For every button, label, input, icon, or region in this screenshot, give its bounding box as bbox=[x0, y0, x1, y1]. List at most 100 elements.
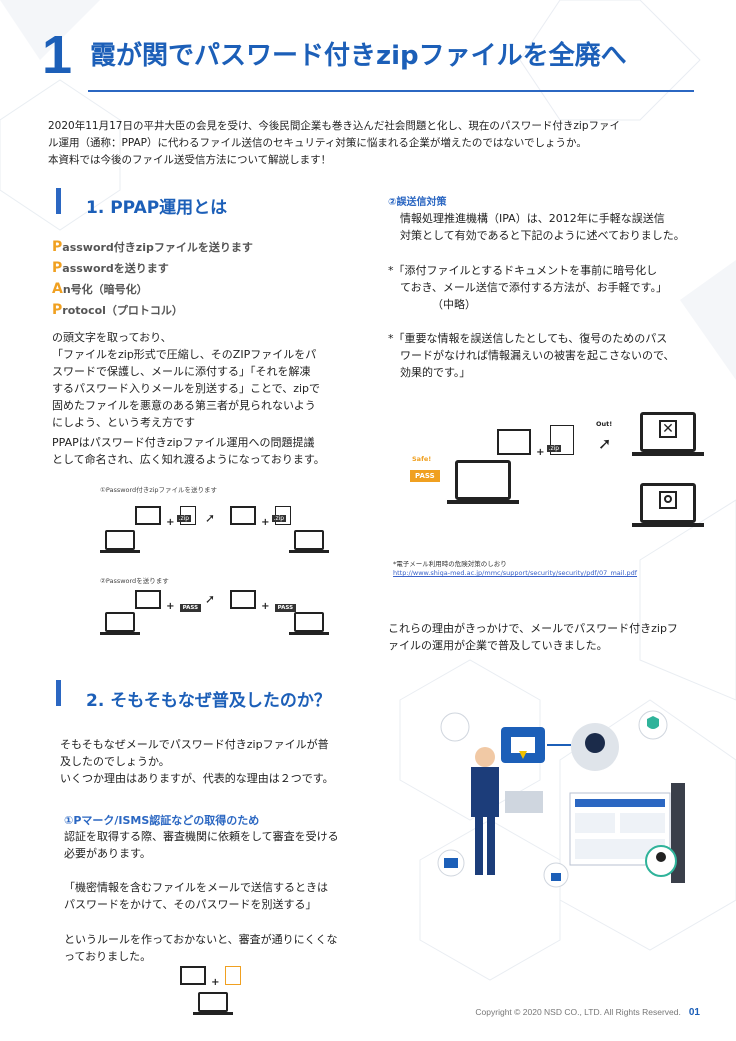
text-line: ワードがなければ情報漏えいの被害を起こさないので、 bbox=[400, 349, 675, 362]
zip-label: .zip bbox=[546, 445, 562, 452]
laptop-icon bbox=[289, 530, 329, 553]
mail-icon bbox=[135, 590, 161, 609]
section-bar bbox=[56, 188, 61, 214]
figure-caption: ①Password付きzipファイルを送ります bbox=[100, 486, 218, 494]
mail-zip-group: + .zip bbox=[135, 506, 196, 529]
text-line: パスワードをかけて、そのパスワードを別送する」 bbox=[64, 898, 317, 911]
acronym-letter: A bbox=[52, 281, 63, 297]
pass-badge: PASS bbox=[410, 470, 440, 482]
acronym-letter: P bbox=[52, 239, 63, 255]
section-2-paragraph-3: というルールを作っておかないと、審査が通りにくくな っておりました。 bbox=[64, 931, 384, 965]
text-line: の頭文字を取っており、 bbox=[52, 331, 172, 344]
zip-file-icon: .zip bbox=[176, 506, 196, 525]
acronym-line: An号化（暗号化） bbox=[52, 279, 253, 300]
section-bar bbox=[56, 680, 61, 706]
mail-icon bbox=[230, 590, 256, 609]
warning-icon bbox=[519, 751, 527, 759]
text-line: するパスワード入りメールを別送する」ことで、zipで bbox=[52, 382, 321, 395]
text-line: 効果的です。」 bbox=[400, 366, 471, 379]
mail-icon bbox=[230, 506, 256, 525]
section-2-title: 2. そもそもなぜ普及したのか？ bbox=[86, 691, 331, 711]
acronym-rest: n号化（暗号化） bbox=[62, 283, 148, 296]
arrow-icon: ➚ bbox=[205, 592, 216, 606]
intro-line: 本資料では今後のファイル送受信方法について解説します！ bbox=[48, 154, 332, 166]
page-title: 霞が関でパスワード付きzipファイルを全廃へ bbox=[90, 41, 627, 71]
ipa-paragraph: 情報処理推進機構（IPA）は、2012年に手軽な誤送信 対策として有効であると下… bbox=[400, 210, 720, 244]
laptop-icon bbox=[100, 612, 140, 635]
text-line: 情報処理推進機構（IPA）は、2012年に手軽な誤送信 bbox=[400, 212, 665, 225]
intro-line: ル運用（通称：PPAP）に代わるファイル送信のセキュリティ対策に悩まれる企業が増… bbox=[48, 137, 587, 149]
acronym-line: Passwordを送ります bbox=[52, 258, 253, 279]
mail-zip-group: + .zip bbox=[497, 425, 574, 459]
mail-lock-group: + bbox=[180, 966, 241, 989]
laptop-icon bbox=[447, 460, 519, 504]
mail-icon bbox=[135, 506, 161, 525]
section-1-paragraph-2: PPAPはパスワード付きzipファイル運用への問題提議 として命名され、広く知れ… bbox=[52, 434, 372, 468]
ipa-quote-2: *「重要な情報を誤送信したとしても、復号のためのパス ワードがなければ情報漏えい… bbox=[388, 330, 718, 381]
mail-pass-group: + PASS bbox=[135, 590, 202, 613]
text-line: ておき、メール送信で添付する方法が、お手軽です。」 bbox=[400, 281, 668, 294]
mail-icon bbox=[180, 966, 206, 985]
laptop-icon bbox=[100, 530, 140, 553]
laptop-x-icon: ✕ bbox=[632, 412, 704, 456]
arrow-icon: ➚ bbox=[205, 511, 216, 525]
worried-man-body bbox=[471, 767, 499, 817]
text-line: *「添付ファイルとするドキュメントを事前に暗号化し bbox=[388, 264, 658, 277]
laptop-icon bbox=[193, 992, 233, 1015]
out-label: Out! bbox=[596, 420, 613, 428]
section-2-subtitle: ①Pマーク/ISMS認証などの取得のため bbox=[64, 814, 260, 827]
text-line: （中略） bbox=[432, 298, 476, 311]
zip-label: .zip bbox=[176, 515, 192, 522]
text-line: っておりました。 bbox=[64, 950, 152, 963]
plus-icon: + bbox=[211, 977, 220, 988]
text-line: 「機密情報を含むファイルをメールで送信するときは bbox=[64, 881, 328, 894]
locked-file-icon bbox=[224, 966, 241, 985]
text-line: いくつか理由はありますが、代表的な理由は２つです。 bbox=[60, 772, 334, 785]
text-line: *「重要な情報を誤送信したとしても、復号のためのパス bbox=[388, 332, 668, 345]
reference-note: *電子メール利用時の危険対策のしおり http://www.shiga-med.… bbox=[393, 560, 637, 578]
section-number: 1 bbox=[42, 25, 73, 85]
reference-title: *電子メール利用時の危険対策のしおり bbox=[393, 560, 507, 568]
text-line: 対策として有効であると下記のように述べておりました。 bbox=[400, 229, 685, 242]
intro-line: 2020年11月17日の平井大臣の会見を受け、今後民間企業も巻き込んだ社会問題と… bbox=[48, 120, 621, 132]
pass-tag: PASS bbox=[179, 604, 202, 612]
section-2-quote: 「機密情報を含むファイルをメールで送信するときは パスワードをかけて、そのパスワ… bbox=[64, 879, 384, 913]
section-1-title: 1. PPAP運用とは bbox=[86, 198, 228, 218]
text-line: 認証を取得する際、審査機関に依頼をして審査を受ける bbox=[64, 830, 339, 843]
acronym-line: Password付きzipファイルを送ります bbox=[52, 237, 253, 258]
mail-zip-group: + .zip bbox=[230, 506, 291, 529]
footer: Copyright © 2020 NSD CO., LTD. All Right… bbox=[475, 1007, 700, 1018]
plus-icon: + bbox=[261, 517, 270, 528]
section-2-paragraph: そもそもなぜメールでパスワード付きzipファイルが普 及したのでしょうか。 いく… bbox=[60, 736, 380, 787]
security-illustration bbox=[437, 710, 685, 888]
text-line: にしよう、という考え方です bbox=[52, 416, 195, 429]
text-line: これらの理由がきっかけで、メールでパスワード付きzipフ bbox=[388, 622, 678, 635]
right-subtitle: ②誤送信対策 bbox=[388, 197, 447, 208]
text-line: 必要があります。 bbox=[64, 847, 151, 860]
laptop-o-icon bbox=[632, 483, 704, 527]
reference-link[interactable]: http://www.shiga-med.ac.jp/mmc/support/s… bbox=[393, 569, 638, 577]
text-line: 「ファイルをzip形式で圧縮し、そのZIPファイルをパ bbox=[52, 348, 317, 361]
pass-tag: PASS bbox=[274, 604, 297, 612]
plus-icon: + bbox=[166, 517, 175, 528]
text-line: スワードで保護し、メールに添付する」「それを解凍 bbox=[52, 365, 311, 378]
plus-icon: + bbox=[261, 601, 270, 612]
text-line: として命名され、広く知れ渡るようになっております。 bbox=[52, 453, 325, 466]
text-line: 固めたファイルを悪意のある第三者が見られないよう bbox=[52, 399, 316, 412]
section-1-paragraph: の頭文字を取っており、 「ファイルをzip形式で圧縮し、そのZIPファイルをパ … bbox=[52, 329, 372, 431]
mail-pass-group: + PASS bbox=[230, 590, 297, 613]
acronym-letter: P bbox=[52, 302, 63, 318]
figure-caption: ②Passwordを送ります bbox=[100, 577, 169, 585]
zip-file-icon: .zip bbox=[546, 425, 574, 455]
acronym-rest: rotocol（プロトコル） bbox=[62, 304, 183, 317]
acronym-line: Protocol（プロトコル） bbox=[52, 300, 253, 321]
acronym-letter: P bbox=[52, 260, 63, 276]
zip-label: .zip bbox=[271, 515, 287, 522]
lock-bubble bbox=[440, 712, 470, 742]
arrow-icon: ➚ bbox=[598, 434, 612, 453]
text-line: ァイルの運用が企業で普及していきました。 bbox=[388, 639, 608, 652]
ipa-quote-1: *「添付ファイルとするドキュメントを事前に暗号化し ておき、メール送信で添付する… bbox=[388, 262, 718, 313]
shield-icon bbox=[647, 716, 659, 729]
zip-file-icon: .zip bbox=[271, 506, 291, 525]
